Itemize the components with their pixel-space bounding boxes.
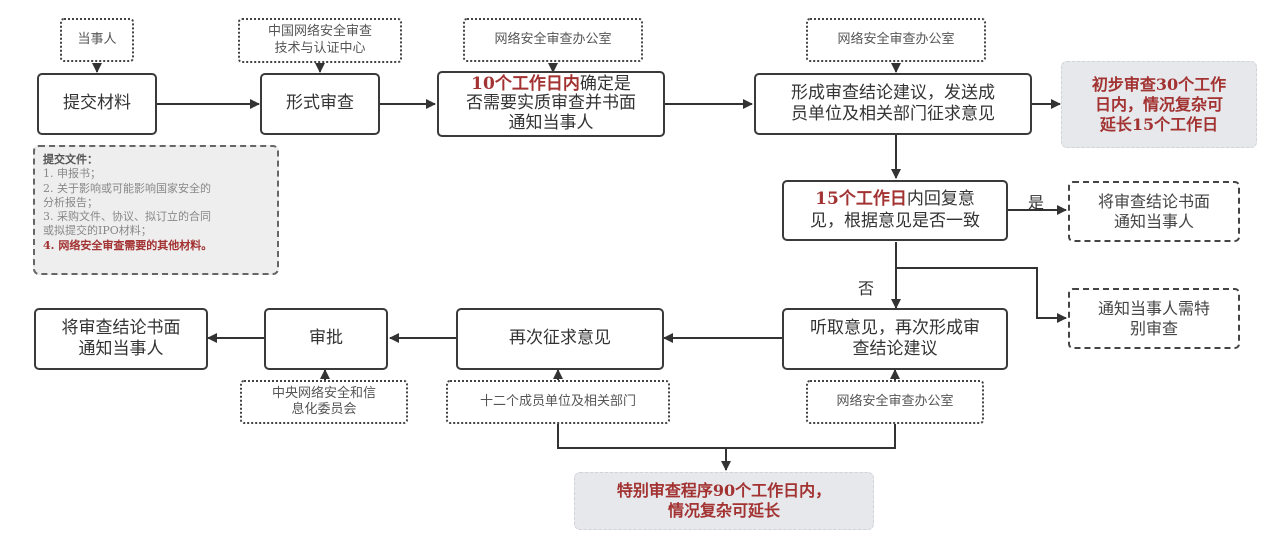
- note-initial-line3: 延长15个工作日: [1099, 114, 1219, 134]
- file-item: 2. 关于影响或可能影响国家安全的: [43, 181, 211, 195]
- step-conclusion-line1: 形成审查结论建议，发送成: [791, 82, 995, 103]
- step-decide-line1: 10个工作日内确定是: [471, 73, 631, 95]
- step-conclusion: 形成审查结论建议，发送成 员单位及相关部门征求意见: [754, 73, 1032, 135]
- actor-office-1: 网络安全审查办公室: [463, 18, 643, 62]
- outcome-special-review: 通知当事人需特 别审查: [1068, 288, 1240, 349]
- actor-office-1-label: 网络安全审查办公室: [494, 31, 612, 47]
- step-decide-line3: 通知当事人: [508, 112, 594, 133]
- outcome-special-line2: 别审查: [1129, 318, 1178, 338]
- step-submit-label: 提交材料: [63, 93, 131, 114]
- step-submit: 提交材料: [37, 73, 157, 135]
- step-decide-line2: 否需要实质审查并书面: [466, 93, 636, 114]
- actor-member-units: 十二个成员单位及相关部门: [446, 380, 670, 424]
- actor-member-units-label: 十二个成员单位及相关部门: [479, 393, 636, 409]
- step-reply-line1: 15个工作日内回复意: [815, 189, 975, 210]
- actor-central-committee: 中央网络安全和信 息化委员会: [240, 380, 408, 424]
- step-final-notify: 将审查结论书面 通知当事人: [34, 308, 208, 370]
- actor-party-label: 当事人: [77, 31, 117, 47]
- actor-party: 当事人: [60, 18, 134, 62]
- note-initial-line2: 日内，情况复杂可: [1094, 94, 1223, 114]
- step-reply: 15个工作日内回复意 见，根据意见是否一致: [782, 180, 1008, 241]
- actor-tech-center: 中国网络安全审查 技术与认证中心: [238, 18, 402, 63]
- branch-label-yes: 是: [1028, 193, 1045, 212]
- connector-merge: [557, 424, 896, 449]
- step-conclusion-line2: 员单位及相关部门征求意见: [791, 104, 995, 124]
- file-item-highlight: 4. 网络安全审查需要的其他材料。: [43, 238, 213, 252]
- outcome-notify-line1: 将审查结论书面: [1097, 191, 1210, 211]
- step-approve: 审批: [264, 308, 388, 370]
- submitted-files-title: 提交文件：: [43, 153, 98, 166]
- file-item: 1. 申报书；: [43, 167, 101, 181]
- submitted-files-box: 提交文件： 1. 申报书； 2. 关于影响或可能影响国家安全的 分析报告； 3.…: [33, 145, 279, 275]
- step-formal-review-label: 形式审查: [286, 93, 354, 114]
- file-item: 或拟提交的IPO材料；: [43, 224, 152, 238]
- step-approve-label: 审批: [309, 328, 343, 349]
- actor-office-2-label: 网络安全审查办公室: [837, 31, 955, 47]
- actor-office-3: 网络安全审查办公室: [806, 380, 984, 424]
- outcome-notify-line2: 通知当事人: [1113, 211, 1194, 231]
- step-decide-text: 确定是: [579, 73, 631, 94]
- deadline-10-days: 10个工作日内: [471, 73, 580, 94]
- step-listen: 听取意见，再次形成审 查结论建议: [782, 308, 1008, 370]
- actor-office-2: 网络安全审查办公室: [806, 18, 986, 62]
- step-reply-line2: 见，根据意见是否一致: [810, 210, 980, 231]
- step-final-notify-line1: 将审查结论书面: [61, 317, 181, 338]
- actor-office-3-label: 网络安全审查办公室: [836, 393, 954, 409]
- step-reply-text: 内回复意: [906, 189, 975, 210]
- arrow-reply-to-special: [896, 267, 1067, 323]
- note-initial-review: 初步审查30个工作 日内，情况复杂可 延长15个工作日: [1061, 61, 1257, 148]
- file-item: 3. 采购文件、协议、拟订立的合同: [43, 210, 211, 224]
- step-resolicit: 再次征求意见: [456, 308, 664, 370]
- file-item: 分析报告；: [43, 195, 98, 209]
- step-listen-line2: 查结论建议: [852, 339, 938, 359]
- deadline-15-days: 15个工作日: [815, 189, 907, 210]
- step-decide: 10个工作日内确定是 否需要实质审查并书面 通知当事人: [437, 71, 665, 137]
- note-special-line1: 特别审查程序90个工作日内，: [616, 481, 832, 500]
- actor-central-line1: 中央网络安全和信: [271, 385, 376, 401]
- step-final-notify-line2: 通知当事人: [78, 339, 164, 359]
- actor-tech-center-line1: 中国网络安全审查: [267, 24, 372, 40]
- actor-central-line2: 息化委员会: [291, 402, 357, 417]
- note-special-review: 特别审查程序90个工作日内， 情况复杂可延长: [574, 472, 874, 530]
- outcome-notify: 将审查结论书面 通知当事人: [1068, 181, 1240, 242]
- branch-label-no: 否: [858, 279, 875, 298]
- step-resolicit-label: 再次征求意见: [509, 328, 611, 349]
- actor-tech-center-line2: 技术与认证中心: [274, 40, 366, 56]
- outcome-special-line1: 通知当事人需特: [1097, 298, 1210, 318]
- note-special-line2: 情况复杂可延长: [667, 501, 780, 520]
- step-listen-line1: 听取意见，再次形成审: [810, 317, 980, 338]
- note-initial-line1: 初步审查30个工作: [1091, 74, 1227, 94]
- step-formal-review: 形式审查: [260, 73, 380, 135]
